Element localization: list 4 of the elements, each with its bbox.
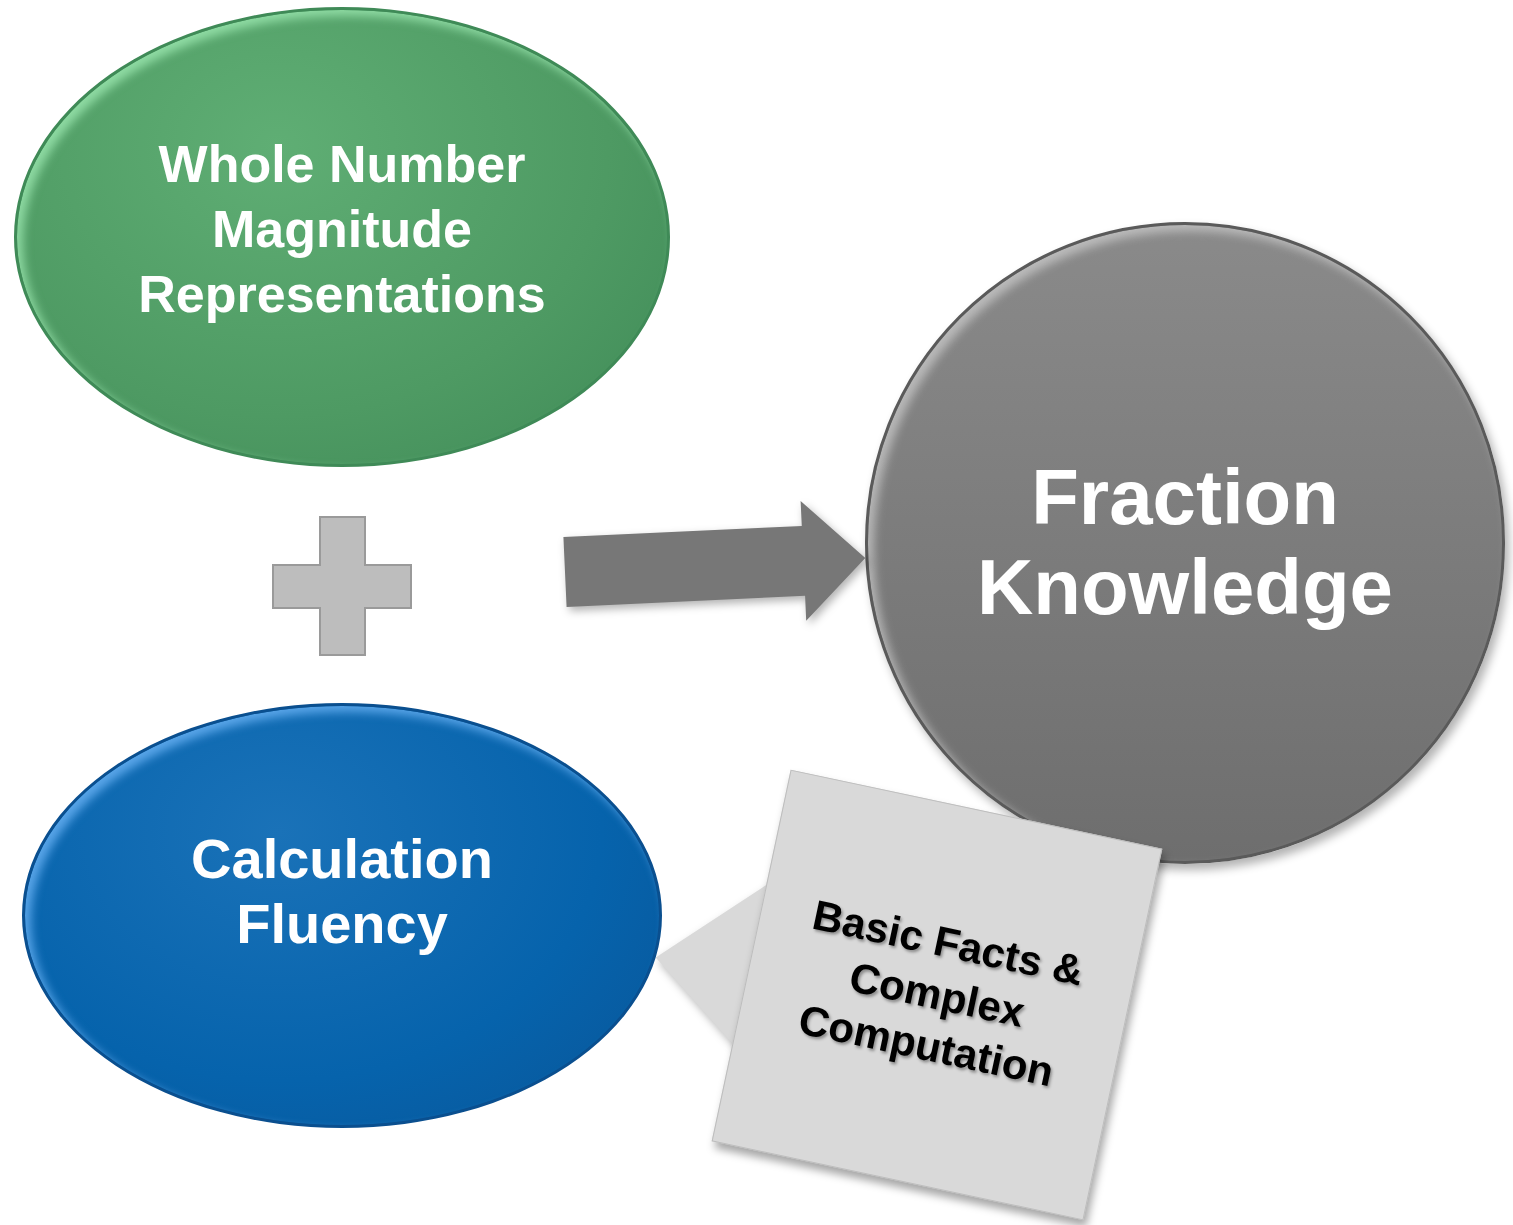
node-label: Fraction Knowledge	[976, 453, 1394, 633]
node-label: Calculation Fluency	[190, 827, 494, 956]
node-label: Whole Number Magnitude Representations	[137, 133, 547, 325]
block-arrow	[563, 500, 866, 621]
